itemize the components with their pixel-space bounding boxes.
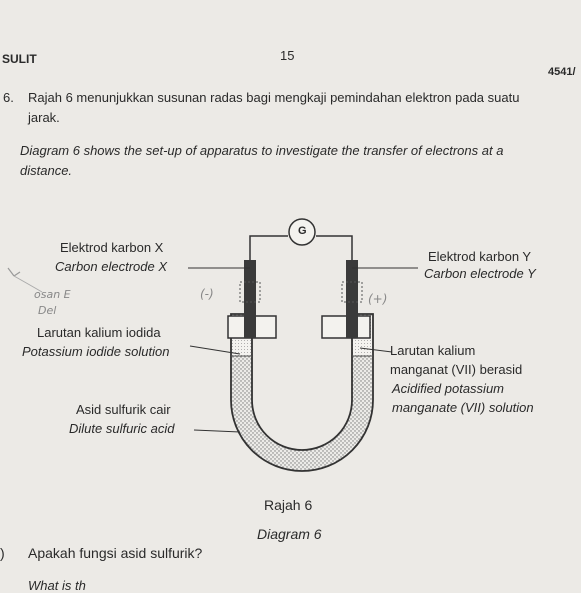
subquestion-text: Apakah fungsi asid sulfurik? [28,545,203,561]
caption-malay: Rajah 6 [264,497,313,513]
question-number: 6. [3,90,14,105]
handwritten-positive: (+) [368,292,388,306]
label-kmno4-malay-2: manganat (VII) berasid [390,362,523,377]
subquestion-marker: ) [0,545,5,561]
handwritten-negative: (-) [200,287,214,301]
handwritten-note-2: Del [38,304,57,317]
label-electrode-x-malay: Elektrod karbon X [60,240,164,255]
confidential-mark: SULIT [2,52,37,66]
wire-right [316,235,353,260]
question-english-line1: Diagram 6 shows the set-up of apparatus … [20,143,504,158]
electrode-y [346,260,358,338]
label-electrode-y-english: Carbon electrode Y [424,266,536,281]
wire-left [249,235,288,260]
question-malay-line1: Rajah 6 menunjukkan susunan radas bagi m… [28,90,520,105]
galvanometer [288,218,316,246]
subquestion-english-partial: What is th [28,578,86,593]
handwritten-note-1: osan E [34,288,71,301]
label-ki-english: Potassium iodide solution [22,344,170,359]
label-electrode-y-malay: Elektrod karbon Y [428,249,532,264]
label-acid-english: Dilute sulfuric acid [69,421,175,436]
label-kmno4-english-2: manganate (VII) solution [392,400,534,415]
galvanometer-label: G [298,225,307,237]
label-kmno4-malay-1: Larutan kalium [390,343,476,358]
label-ki-malay: Larutan kalium iodida [37,325,161,340]
page-number: 15 [280,48,295,63]
label-electrode-x-english: Carbon electrode X [55,259,168,274]
label-acid-malay: Asid sulfurik cair [76,402,171,417]
question-malay-line2: jarak. [28,110,60,125]
caption-english: Diagram 6 [257,526,322,542]
paper-code: 4541/ [548,66,576,78]
label-kmno4-english-1: Acidified potassium [392,381,504,396]
question-english-line2: distance. [20,163,73,178]
electrode-x [244,260,256,338]
